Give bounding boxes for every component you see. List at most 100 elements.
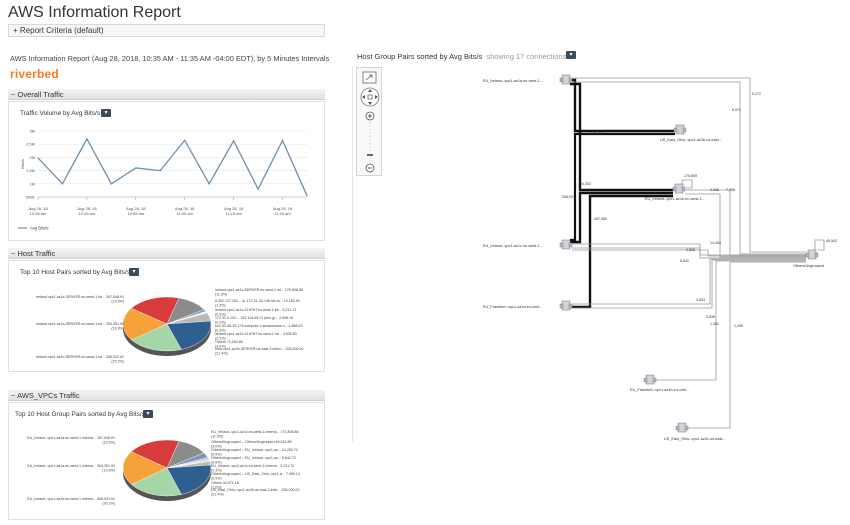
chevron-down-icon: ▾ [104,110,108,116]
x-tick-label: Aug 28, 18 [126,206,146,211]
section-host-traffic[interactable]: − Host Traffic [8,248,325,259]
pie-label-percent: (2.0%) [211,486,222,490]
network-node-icon[interactable] [643,374,657,385]
pie-label: ec2-52-48-26-176.compute-1.amazonaws.c..… [215,324,303,328]
pie-label: EU_Ireland--vpc1-az1a.eu-west-1.interna.… [27,436,115,440]
edge-label: 175,809 [684,174,697,178]
section-aws-vpcs-traffic[interactable]: − AWS_VPCs Traffic [8,390,325,401]
data-point [306,195,308,197]
pie-label: ireland-vpc1-az1b-CLIENT.eu-west-1.int..… [215,332,297,336]
graph-edge[interactable] [681,179,693,189]
pie-label: ohio-vpc1-az2b-SERVER.us-east-2.intern..… [215,347,303,351]
zoom-in-icon[interactable] [365,111,375,121]
pie-slice[interactable] [166,464,212,495]
pie-label-percent: (0.3%) [215,337,226,341]
y-tick-label: 2M [29,155,35,160]
pie-label-percent: (0.5%) [211,477,222,481]
pie-label: EU_Ireland--vpc1-az1c.eu-west-1.interna.… [211,430,299,434]
legend-label: Avg Bits/s [30,226,49,231]
network-node-icon[interactable] [672,183,686,194]
pan-arrows-icon[interactable] [360,87,380,107]
pie-label-percent: (0.2%) [215,321,226,325]
pie-label-percent: (11.5%) [215,293,227,297]
edge-label: 5,272 [752,92,761,96]
pie-label-percent: (21.4%) [211,493,224,497]
node-label: US_East_Ohio--vpc1-az2b.us-east... [660,138,722,142]
graph-menu-button[interactable]: ▾ [566,51,576,59]
network-node-icon[interactable] [673,124,687,135]
host-pie-menu-button[interactable]: ▾ [129,268,139,276]
graph-edge[interactable] [685,193,806,258]
edge-label: 4,508 [686,248,695,252]
data-point [135,167,137,169]
vpc-pie-menu-button[interactable]: ▾ [143,410,153,418]
x-tick-label: 11:15 am [225,211,242,216]
pie-slice[interactable] [131,467,182,497]
pie-slice[interactable] [130,439,180,469]
zoom-slider[interactable] [367,122,373,161]
pie-label: Others/Ungrouped -- EU_Ireland--vpc1-az.… [211,456,296,460]
edge-label: 528,233 [590,131,603,135]
network-node-icon[interactable] [559,300,573,311]
host-pie-title: Top 10 Host Pairs sorted by Avg Bits/s [20,269,131,276]
traffic-chart-menu-button[interactable]: ▾ [101,109,111,117]
pie-label: Others/Ungrouped -- Others/Ungrouped 45,… [211,440,292,444]
pie-label-percent: (0.3%) [215,329,226,333]
pie-label: ireland-vpc1-az1a-SERVER.eu-west-1.int..… [36,295,124,299]
pie-slice[interactable] [122,451,168,485]
graph-connection-count: showing 17 connections [486,52,567,61]
pie-slice[interactable] [130,296,180,325]
graph-edge[interactable] [814,239,825,252]
graph-edge[interactable] [572,247,806,259]
data-point [257,188,259,190]
y-tick-label: 1.5M [26,168,35,173]
graph-edge[interactable] [570,194,673,309]
network-node-icon[interactable] [805,249,819,260]
page-title: AWS Information Report [8,4,181,21]
brand-logo: riverbed [10,67,59,81]
graph-edge[interactable] [656,260,806,381]
pie-slice[interactable] [166,320,212,350]
graph-edge[interactable] [570,132,675,242]
graph-edge[interactable] [570,78,675,133]
edge-label: 45,542 [826,239,837,243]
pie-slice[interactable] [122,308,168,341]
data-point [86,138,88,140]
data-point [37,157,39,159]
edge-label: 4,058 [710,188,719,192]
graph-edge[interactable] [688,261,806,429]
pie-label-percent: (20.2%) [102,502,115,506]
data-point [159,170,161,172]
pie-slice[interactable] [131,323,182,352]
graph-edge[interactable] [572,259,806,309]
pie-label: Others 73,260.85 [215,340,243,344]
x-tick-label: 10:45 am [79,211,96,216]
select-box-icon[interactable] [362,71,377,84]
edge-label: 7,958 [726,188,735,192]
x-tick-label: Aug 28, 18 [224,206,244,211]
pie-label: ireland-vpc1-az1a-SERVER.eu-west-1.int..… [36,322,124,326]
x-tick-label: 10:35 am [30,211,47,216]
zoom-out-icon[interactable] [365,163,375,173]
collapse-icon: − [11,391,16,400]
chevron-down-icon: ▾ [146,411,150,417]
graph-edge[interactable] [570,191,673,244]
section-overall-traffic[interactable]: − Overall Traffic [8,89,325,100]
graph-divider [352,66,353,442]
data-point [281,139,284,142]
pie-label-percent: (21.4%) [215,352,228,356]
graph-edge[interactable] [572,249,806,257]
graph-edge[interactable] [570,82,673,192]
pie-label: ireland-vpc1-az1c-SERVER.eu-west-1.int..… [215,288,303,292]
pie-label-percent: (4.9%) [215,345,226,349]
network-node-icon[interactable] [675,422,689,433]
network-node-icon[interactable] [559,74,573,85]
graph-edge[interactable] [572,258,806,305]
report-criteria-toggle[interactable]: + Report Criteria (default) [8,24,325,37]
graph-edge[interactable] [572,81,806,255]
graph-edge[interactable] [572,77,806,253]
network-node-icon[interactable] [559,239,573,250]
graph-toolbar [356,67,382,176]
edge-label: 1,281 [710,322,719,326]
